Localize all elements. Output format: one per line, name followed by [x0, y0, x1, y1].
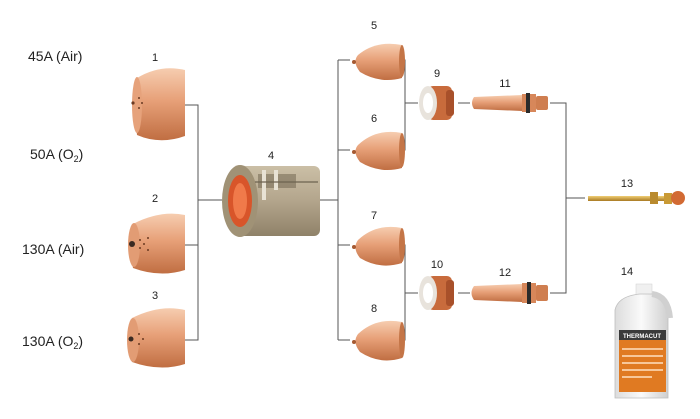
part-number-7: 7: [370, 210, 378, 222]
cooling-tube-13: [588, 191, 685, 205]
nozzle-5: [352, 43, 405, 80]
coolant-bottle-14: THERMACUT: [614, 283, 673, 399]
label-45a-air: 45A (Air): [28, 48, 83, 64]
part-number-2: 2: [151, 193, 159, 205]
nozzle-7: [352, 226, 405, 266]
swirl-ring-9: [419, 86, 454, 120]
connector-electrodes-bracket: [550, 102, 567, 294]
electrode-12: [471, 282, 548, 304]
part-number-10: 10: [430, 259, 444, 271]
swirl-ring-10: [419, 276, 454, 310]
part-number-9: 9: [433, 68, 441, 80]
part-number-5: 5: [370, 20, 378, 32]
part-number-11: 11: [499, 78, 511, 90]
part-number-14: 14: [620, 266, 634, 278]
part-number-6: 6: [370, 113, 378, 125]
connector-nozzle-branches: [338, 59, 350, 341]
part-number-4: 4: [267, 150, 275, 162]
part-number-12: 12: [498, 267, 512, 279]
connector-shields-bracket: [185, 104, 199, 341]
part-number-1: 1: [151, 52, 159, 64]
part-number-3: 3: [151, 290, 159, 302]
nozzle-8: [352, 320, 405, 361]
label-130a-air: 130A (Air): [22, 241, 85, 257]
retaining-cap-4: [222, 165, 320, 237]
label-50a-o2: 50A (O2): [30, 146, 84, 164]
electrode-11: [472, 93, 548, 113]
label-130a-o2: 130A (O2): [22, 333, 84, 351]
shield-3: [127, 308, 185, 368]
bottle-brand: THERMACUT: [623, 334, 661, 340]
shield-1: [131, 68, 185, 141]
shield-2: [128, 213, 185, 274]
nozzle-6: [352, 131, 405, 170]
part-number-8: 8: [370, 303, 378, 315]
part-number-13: 13: [620, 178, 634, 190]
